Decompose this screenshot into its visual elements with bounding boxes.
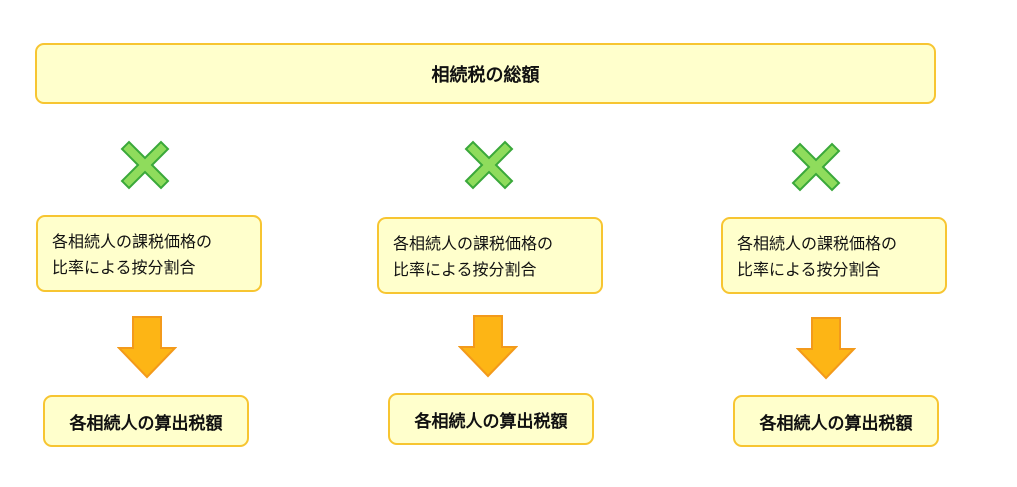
- calculated-tax-label: 各相続人の算出税額: [759, 413, 913, 434]
- multiply-icon: [464, 140, 514, 190]
- ratio-text-line2: 比率による按分割合: [393, 260, 537, 279]
- down-arrow-icon: [458, 315, 518, 378]
- down-arrow-icon: [796, 317, 856, 380]
- calculated-tax-label: 各相続人の算出税額: [414, 411, 568, 432]
- ratio-text-line1: 各相続人の課税価格の: [393, 234, 554, 253]
- multiply-icon: [120, 140, 170, 190]
- multiply-icon: [791, 142, 841, 192]
- calculated-tax-label: 各相続人の算出税額: [69, 413, 223, 434]
- calculated-tax-box: 各相続人の算出税額: [733, 395, 939, 447]
- ratio-box: 各相続人の課税価格の 比率による按分割合: [377, 217, 603, 294]
- ratio-text-line1: 各相続人の課税価格の: [52, 232, 213, 251]
- ratio-box: 各相続人の課税価格の 比率による按分割合: [36, 215, 262, 292]
- ratio-text-line1: 各相続人の課税価格の: [737, 234, 898, 253]
- ratio-box: 各相続人の課税価格の 比率による按分割合: [721, 217, 947, 294]
- total-tax-box: 相続税の総額: [35, 43, 936, 104]
- down-arrow-icon: [117, 316, 177, 379]
- ratio-text-line2: 比率による按分割合: [737, 260, 881, 279]
- ratio-text-line2: 比率による按分割合: [52, 258, 196, 277]
- calculated-tax-box: 各相続人の算出税額: [43, 395, 249, 447]
- total-tax-label: 相続税の総額: [431, 64, 540, 86]
- calculated-tax-box: 各相続人の算出税額: [388, 393, 594, 445]
